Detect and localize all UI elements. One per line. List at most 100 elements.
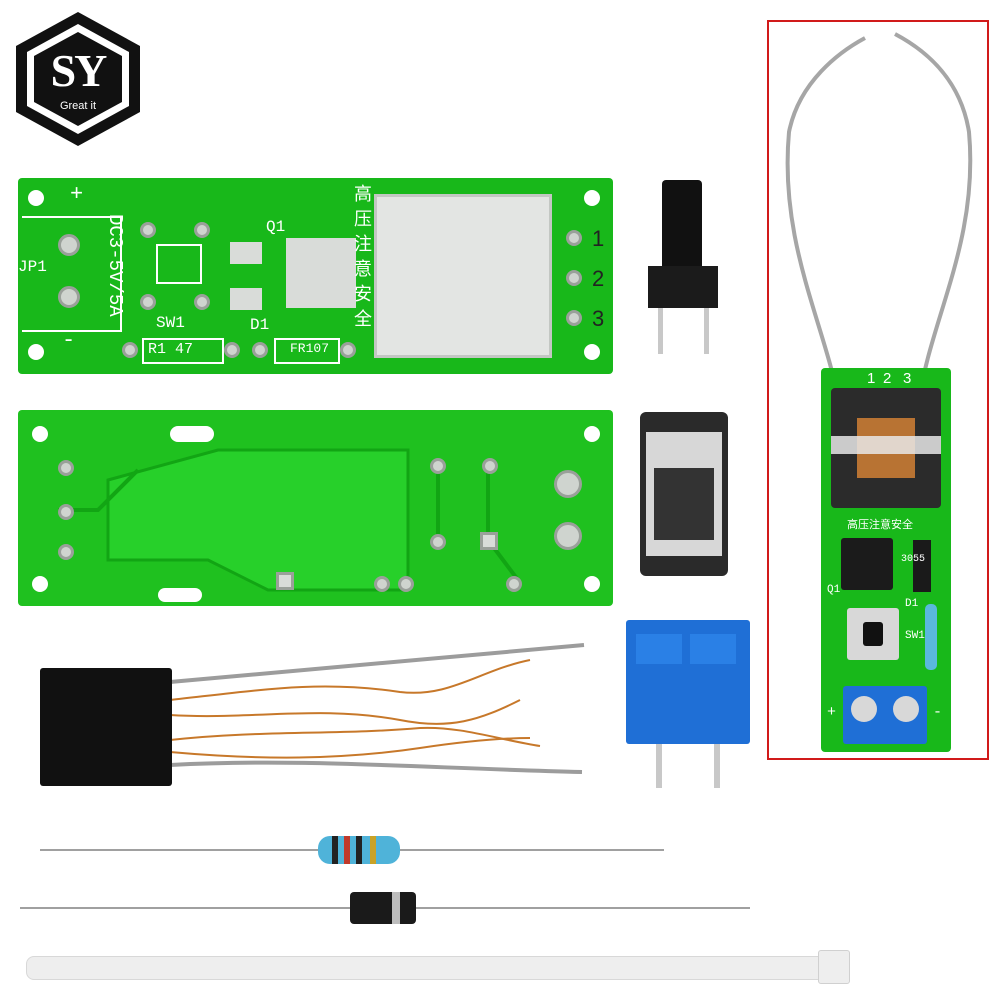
diode-pad xyxy=(340,342,356,358)
warning-text: 高 压 注 意 安 全 xyxy=(352,182,374,332)
terminal-screw-slot xyxy=(690,634,736,664)
assembled-polarity-plus: + xyxy=(827,704,837,721)
terminal-solder-pad xyxy=(554,470,582,498)
hv-transformer-body xyxy=(40,668,172,786)
output-pad-1 xyxy=(566,230,582,246)
polarity-minus: - xyxy=(62,328,76,353)
warning-char: 高 xyxy=(354,184,372,204)
terminal-pad xyxy=(58,286,80,308)
terminal-outline xyxy=(22,216,122,332)
switch-pad xyxy=(194,294,210,310)
mount-hole xyxy=(584,426,600,442)
assembled-button-cap xyxy=(863,622,883,646)
solder-pad xyxy=(430,458,446,474)
cable-tie xyxy=(26,956,826,980)
transistor-pad xyxy=(230,242,262,264)
button-leg xyxy=(658,308,663,354)
mount-hole xyxy=(32,426,48,442)
assembled-switch-label: SW1 xyxy=(905,630,925,642)
brand-logo: SY Great it xyxy=(8,8,148,148)
warning-char: 压 xyxy=(354,209,372,229)
warning-char: 注 xyxy=(354,234,372,254)
cable-tie-head xyxy=(818,950,850,984)
solder-pad xyxy=(374,576,390,592)
transistor-body xyxy=(654,468,714,540)
transistor-tab-pad xyxy=(286,238,356,308)
transistor-pad xyxy=(230,288,262,310)
diode-label: D1 xyxy=(250,316,270,334)
push-button-component xyxy=(646,180,720,360)
jumper-label: JP1 xyxy=(18,258,47,276)
diode-pad xyxy=(252,342,268,358)
switch-pad xyxy=(140,294,156,310)
pcb-board-front: + - JP1 DC3-5V/5A SW1 Q1 D1 R1 47 FR107 … xyxy=(18,178,613,374)
solder-pad xyxy=(58,504,74,520)
terminal-pad xyxy=(58,234,80,256)
screw-terminal-component xyxy=(626,620,750,788)
solder-pad xyxy=(398,576,414,592)
terminal-solder-pad xyxy=(554,522,582,550)
terminal-screw xyxy=(851,696,877,722)
diode-part-label: FR107 xyxy=(290,341,330,356)
slot xyxy=(170,426,214,442)
warning-char: 意 xyxy=(354,259,372,279)
solder-pad xyxy=(58,460,74,476)
terminal-pin xyxy=(656,744,662,788)
output-pad-2 xyxy=(566,270,582,286)
solder-pad-square xyxy=(480,532,498,550)
assembled-polarity-minus: - xyxy=(933,704,943,721)
terminal-screw-slot xyxy=(636,634,682,664)
solder-pad xyxy=(58,544,74,560)
button-leg xyxy=(704,308,709,354)
switch-pad xyxy=(140,222,156,238)
switch-label: SW1 xyxy=(156,314,185,332)
hv-coil xyxy=(831,388,941,508)
switch-pad xyxy=(194,222,210,238)
assembled-push-button xyxy=(847,608,899,660)
button-body xyxy=(648,266,718,308)
transistor-component xyxy=(640,412,728,576)
transistor-label: Q1 xyxy=(266,218,286,236)
hv-electrodes xyxy=(785,32,973,403)
switch-outline xyxy=(156,244,202,284)
button-cap xyxy=(662,180,702,270)
assembled-transistor xyxy=(841,538,893,590)
logo-tagline: Great it xyxy=(59,100,97,112)
solder-pad-square xyxy=(276,572,294,590)
logo-letters: SY xyxy=(50,45,108,96)
mount-hole xyxy=(584,190,600,206)
assembled-pin-3: 3 xyxy=(903,370,912,387)
hexagon-logo-icon xyxy=(16,12,140,146)
slot xyxy=(158,588,202,602)
pin-number-2: 2 xyxy=(592,266,605,291)
assembled-terminal-block xyxy=(843,686,927,744)
terminal-screw xyxy=(893,696,919,722)
assembled-diode xyxy=(913,540,931,592)
mount-hole xyxy=(584,576,600,592)
assembled-pcb: 1 2 3 高压注意安全 Q1 3055 D1 SW1 + - xyxy=(821,368,951,752)
assembled-resistor xyxy=(925,604,937,670)
mount-hole xyxy=(28,344,44,360)
transformer-pad xyxy=(374,194,552,358)
resistor-outline xyxy=(142,338,224,364)
warning-char: 全 xyxy=(354,309,372,329)
mount-hole xyxy=(32,576,48,592)
terminal-pin xyxy=(714,744,720,788)
assembled-diode-part: 3055 xyxy=(901,554,926,565)
polarity-plus: + xyxy=(70,182,84,207)
coil-tie xyxy=(831,436,941,454)
assembled-module-frame: 1 2 3 高压注意安全 Q1 3055 D1 SW1 + - xyxy=(767,20,989,760)
solder-pad xyxy=(430,534,446,550)
pin-number-3: 3 xyxy=(592,306,605,331)
pcb-board-back xyxy=(18,410,613,606)
assembled-warning-text: 高压注意安全 xyxy=(847,520,913,532)
resistor-pad xyxy=(224,342,240,358)
output-pad-3 xyxy=(566,310,582,326)
solder-pad xyxy=(482,458,498,474)
assembled-diode-label: D1 xyxy=(905,598,919,610)
resistor-pad xyxy=(122,342,138,358)
mount-hole xyxy=(28,190,44,206)
solder-pad xyxy=(506,576,522,592)
